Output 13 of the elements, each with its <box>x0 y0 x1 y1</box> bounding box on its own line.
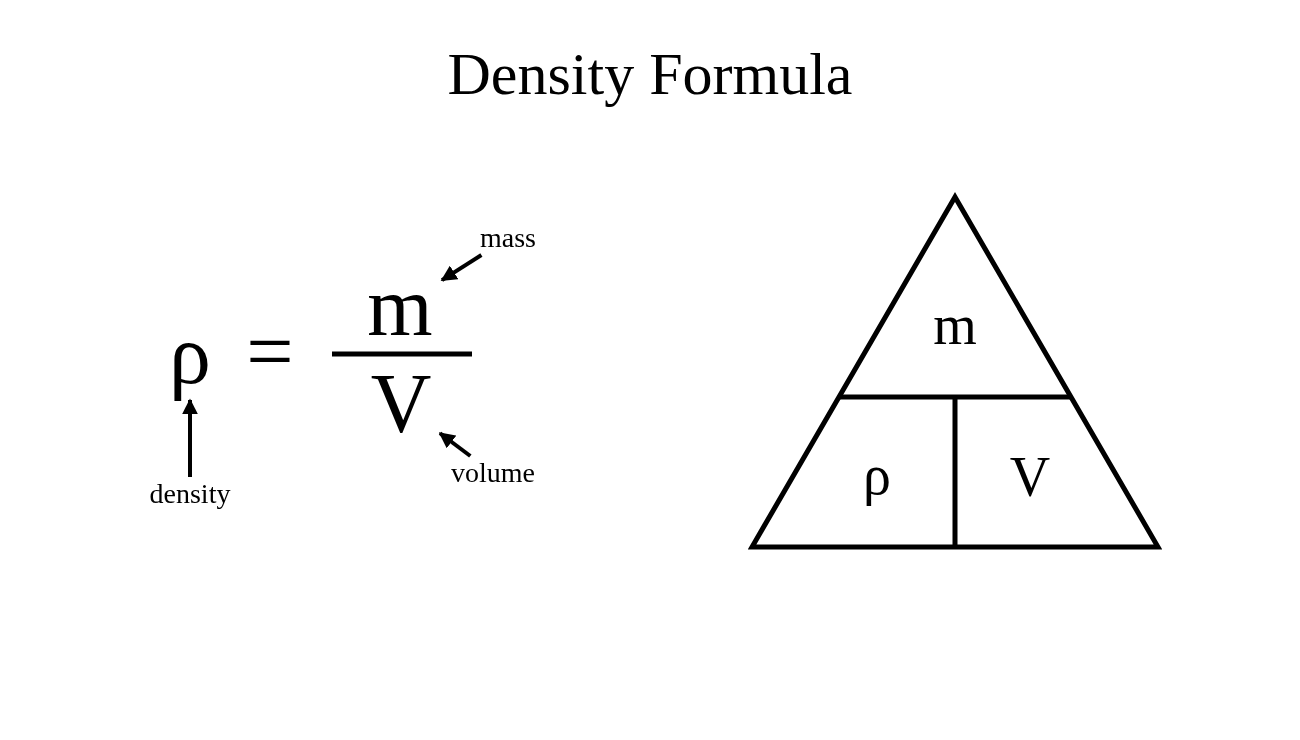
annotation-text: mass <box>468 221 548 255</box>
arrow <box>438 431 472 458</box>
triangle-section: m <box>915 290 995 360</box>
annotation-text: density <box>132 477 248 511</box>
volume-symbol: V <box>362 362 440 446</box>
arrow <box>440 253 483 282</box>
density-symbol: ρ <box>150 310 230 400</box>
annotation-text: volume <box>434 456 552 490</box>
mass-symbol: m <box>358 268 442 346</box>
arrow <box>182 398 198 477</box>
triangle-section: V <box>990 442 1070 512</box>
triangle-section: ρ <box>837 440 917 510</box>
equals-sign: = <box>245 312 295 392</box>
